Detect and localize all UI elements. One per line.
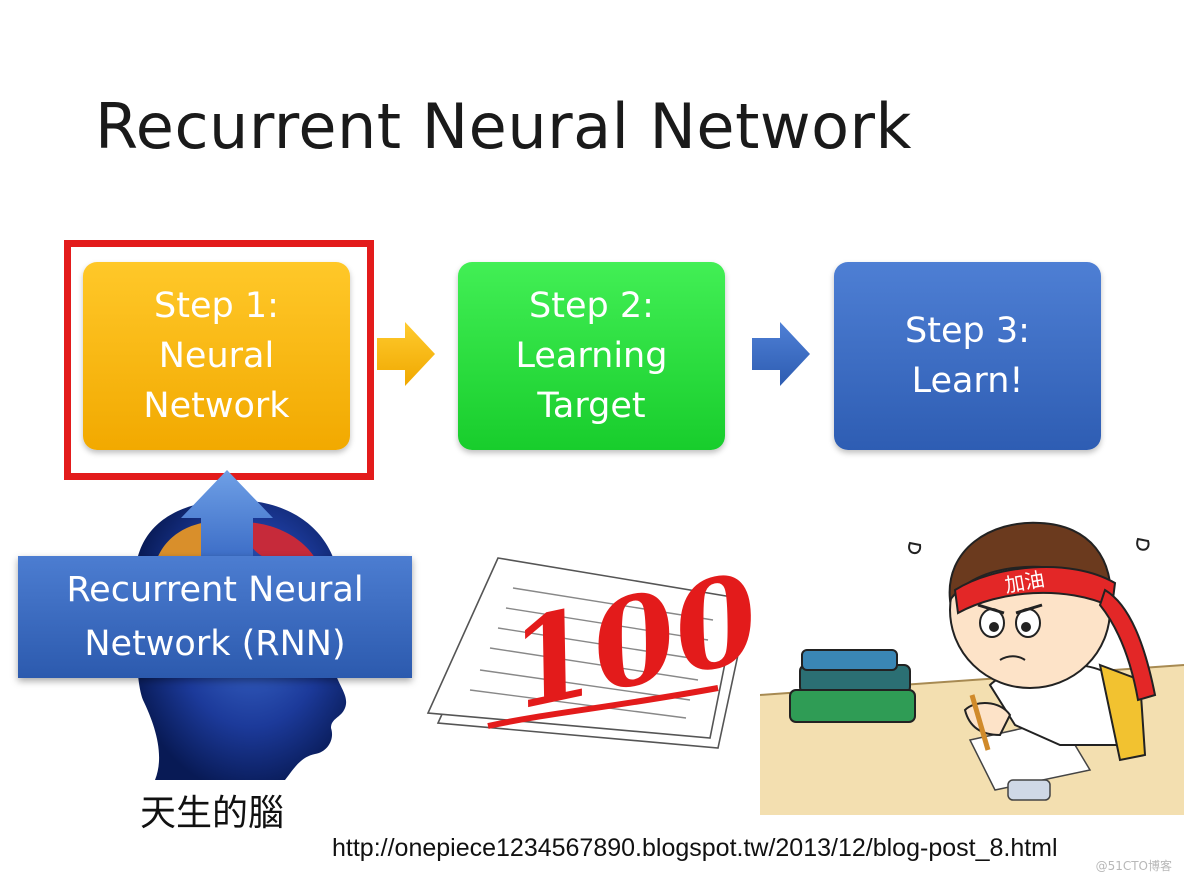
rnn-line-2: Network (RNN) bbox=[84, 624, 346, 664]
studying-student-illustration: 加油 bbox=[760, 521, 1184, 815]
step-2-line-1: Step 2: bbox=[529, 286, 654, 326]
step-1-line-1: Step 1: bbox=[154, 286, 279, 326]
step-2-box: Step 2: Learning Target bbox=[458, 262, 725, 450]
arrow-right-icon bbox=[377, 322, 435, 386]
step1-highlight-frame bbox=[64, 240, 374, 480]
step-3-line-1: Step 3: bbox=[905, 311, 1030, 351]
step-3-line-2: Learn! bbox=[911, 361, 1024, 401]
source-url: http://onepiece1234567890.blogspot.tw/20… bbox=[332, 834, 1058, 862]
step-1-line-3: Network bbox=[143, 386, 290, 426]
step-2-line-3: Target bbox=[537, 386, 646, 426]
watermark: @51CTO博客 bbox=[1095, 859, 1172, 873]
step-1-line-2: Neural bbox=[158, 336, 275, 376]
rnn-label-box: Recurrent Neural Network (RNN) bbox=[18, 556, 412, 678]
slide-title: Recurrent Neural Network bbox=[95, 90, 912, 163]
test-paper-illustration: 100 bbox=[426, 548, 758, 749]
step-1-box: Step 1: Neural Network bbox=[83, 262, 350, 450]
step-2-line-2: Learning bbox=[515, 336, 668, 376]
rnn-line-1: Recurrent Neural bbox=[66, 570, 364, 610]
brain-caption: 天生的腦 bbox=[140, 793, 285, 834]
arrow-right-icon bbox=[752, 322, 810, 386]
step-3-box: Step 3: Learn! bbox=[834, 262, 1101, 450]
